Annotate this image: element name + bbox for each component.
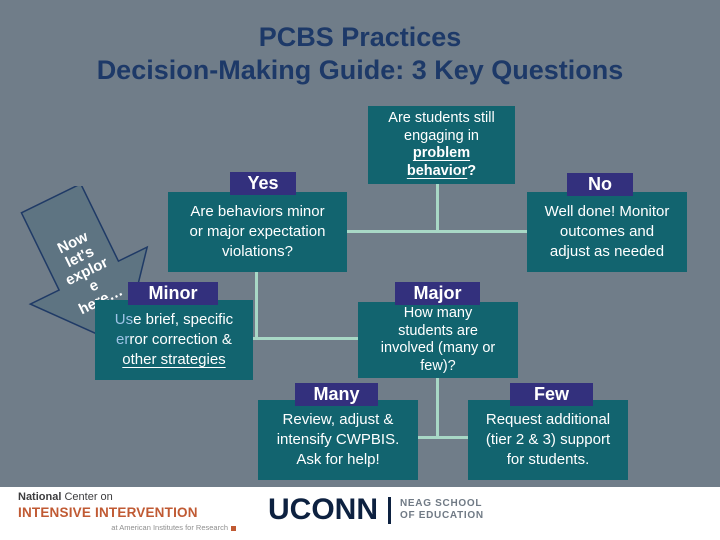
connector-violations-down	[255, 272, 258, 339]
slide-title: PCBS Practices Decision-Making Guide: 3 …	[0, 21, 720, 87]
box-text-line: How many	[403, 305, 473, 321]
uconn-school-text: NEAG SCHOOL OF EDUCATION	[400, 498, 484, 521]
ncii-line-2: INTENSIVE INTERVENTION	[18, 505, 198, 520]
connector-howmany-down	[436, 378, 439, 438]
uconn-wordmark: UCONN	[268, 493, 378, 526]
flow-box-how-many-question: How many students are involved (many or …	[358, 302, 518, 378]
box-text-line: problem	[412, 145, 471, 161]
ncii-square-icon	[231, 525, 236, 531]
label-yes: Yes	[230, 172, 296, 195]
box-text-line: violations?	[222, 243, 293, 260]
label-few: Few	[510, 383, 593, 406]
box-text-line: behavior?	[406, 162, 477, 179]
flow-box-request-support: Request additional (tier 2 & 3) support …	[468, 400, 628, 480]
box-text-line: Are students still	[388, 110, 495, 126]
box-text-line: Review, adjust &	[282, 411, 394, 428]
connector-many-few-horizontal	[418, 436, 468, 439]
title-line-1: PCBS Practices	[258, 22, 462, 52]
label-minor: Minor	[128, 282, 218, 305]
title-line-2: Decision-Making Guide: 3 Key Questions	[96, 55, 624, 85]
flow-box-problem-behavior-question: Are students still engaging in problem b…	[368, 106, 515, 184]
ncii-line-3: at American Institutes for Research	[18, 524, 236, 532]
footer-logo-band: National Center on INTENSIVE INTERVENTIO…	[0, 487, 720, 540]
box-text-line: for students.	[506, 451, 590, 468]
box-text-line: (tier 2 & 3) support	[485, 431, 611, 448]
connector-problem-down	[436, 183, 439, 232]
flow-box-violations-question: Are behaviors minor or major expectation…	[168, 192, 347, 272]
box-text-line: other strategies	[122, 351, 226, 368]
box-text-line: Ask for help!	[296, 451, 380, 468]
flow-box-well-done: Well done! Monitor outcomes and adjust a…	[527, 192, 687, 272]
flow-box-review-intensify: Review, adjust & intensify CWPBIS. Ask f…	[258, 400, 418, 480]
box-text-line: involved (many or	[380, 340, 496, 356]
box-text-line: students are	[398, 322, 478, 339]
box-text-line: Request additional	[485, 411, 611, 428]
box-text-line: or major expectation	[189, 223, 326, 240]
box-text-line: outcomes and	[559, 223, 655, 240]
label-no: No	[567, 173, 633, 196]
box-text-line: error correction &	[116, 331, 232, 348]
box-text-line: Well done! Monitor	[544, 203, 670, 220]
ncii-logo: National Center on INTENSIVE INTERVENTIO…	[18, 491, 236, 532]
ncii-line-1: National Center on	[18, 491, 113, 503]
connector-yes-no-horizontal	[347, 230, 527, 233]
flow-box-error-correction: Use brief, specific error correction & o…	[95, 300, 253, 380]
uconn-divider	[388, 496, 391, 524]
box-text-line: intensify CWPBIS.	[276, 431, 400, 448]
label-many: Many	[295, 383, 378, 406]
box-text-line: engaging in	[404, 127, 479, 144]
box-text-line: adjust as needed	[549, 243, 665, 260]
box-text-line: Use brief, specific	[114, 311, 234, 328]
box-text-line: few)?	[420, 357, 456, 374]
label-major: Major	[395, 282, 480, 305]
box-text-line: Are behaviors minor	[190, 203, 325, 220]
connector-minor-major-horizontal	[253, 337, 358, 340]
uconn-logo: UCONN NEAG SCHOOL OF EDUCATION	[268, 495, 484, 525]
